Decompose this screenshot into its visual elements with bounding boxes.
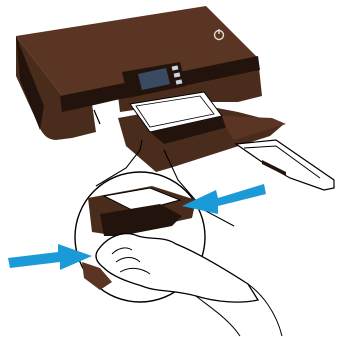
printer-slot bbox=[94, 110, 100, 124]
tray-extension[interactable] bbox=[236, 140, 334, 190]
